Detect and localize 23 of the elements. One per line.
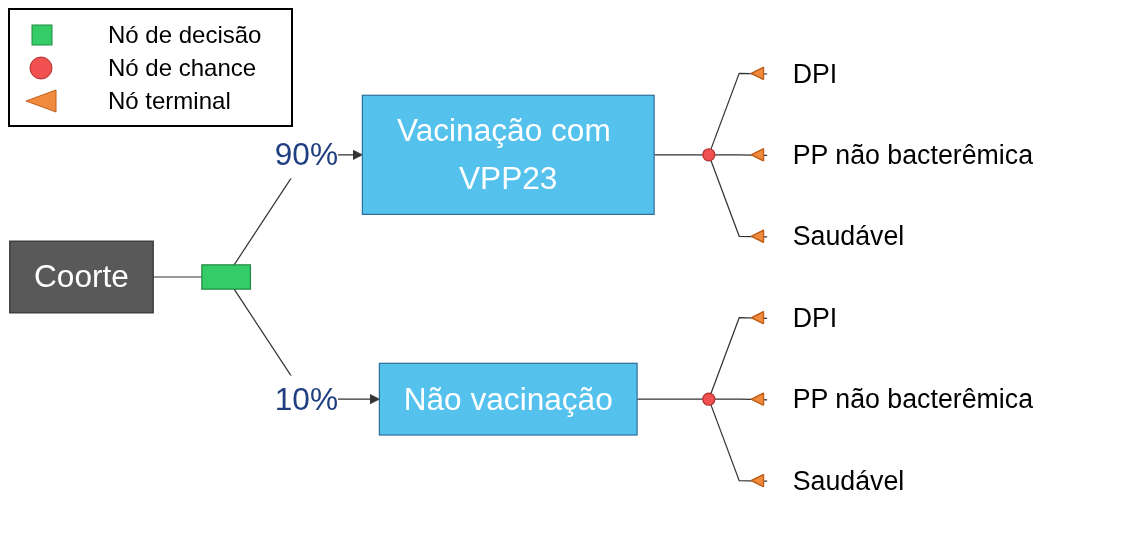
connector [710,317,768,395]
node-box: Não vacinação [378,362,638,436]
node-box [201,264,252,290]
connector [714,154,768,157]
node-circle [702,392,716,406]
node-label: Saudável [792,465,905,496]
legend-label: Nó de decisão [108,20,262,49]
legend-label: Nó de chance [108,53,257,82]
connector [710,404,768,482]
node-box: Coorte [9,240,154,314]
legend-label: Nó terminal [108,86,231,115]
connector [710,159,768,238]
node-label: Saudável [792,221,905,252]
node-label: PP não bacterêmica [792,383,1034,415]
node-label: DPI [792,302,838,333]
node-label: PP não bacterêmica [792,139,1034,171]
connector [714,398,768,401]
node-circle [702,148,716,162]
edge-label: 10% [274,380,339,417]
edge-label: 90% [274,135,339,173]
node-box: Vacinação com VPP23 [361,94,655,215]
connector [710,72,768,150]
node-label: DPI [792,58,838,89]
